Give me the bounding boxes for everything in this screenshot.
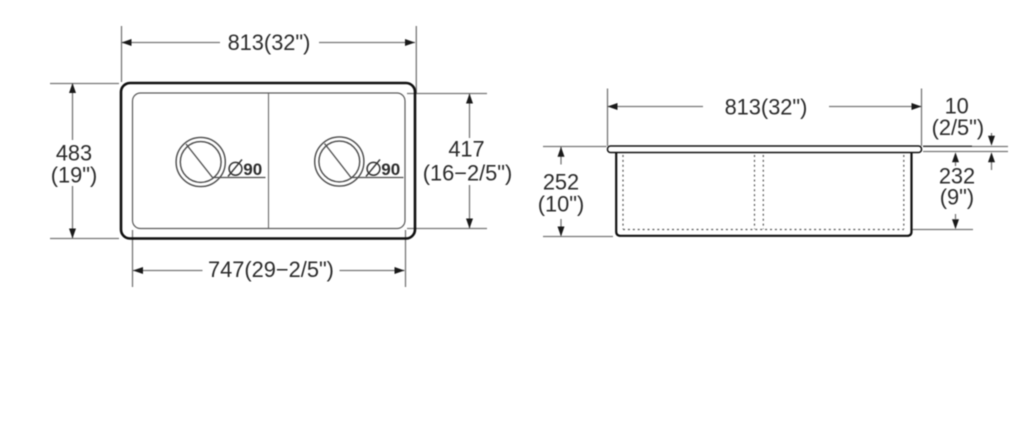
svg-text:(16−2/5"): (16−2/5") <box>423 161 513 186</box>
svg-text:483: 483 <box>56 141 92 166</box>
svg-text:90: 90 <box>381 160 400 179</box>
svg-text:813(32"): 813(32") <box>725 95 808 120</box>
svg-text:(9"): (9") <box>940 185 974 210</box>
svg-text:(2/5"): (2/5") <box>932 115 985 140</box>
svg-text:(10"): (10") <box>538 191 585 216</box>
svg-text:813(32"): 813(32") <box>228 30 311 55</box>
svg-text:232: 232 <box>939 163 975 188</box>
svg-text:10: 10 <box>945 93 969 118</box>
svg-text:252: 252 <box>543 169 579 194</box>
svg-text:747(29−2/5"): 747(29−2/5") <box>208 257 334 282</box>
svg-text:417: 417 <box>448 137 484 162</box>
svg-text:(19"): (19") <box>51 162 98 187</box>
svg-text:90: 90 <box>243 160 262 179</box>
